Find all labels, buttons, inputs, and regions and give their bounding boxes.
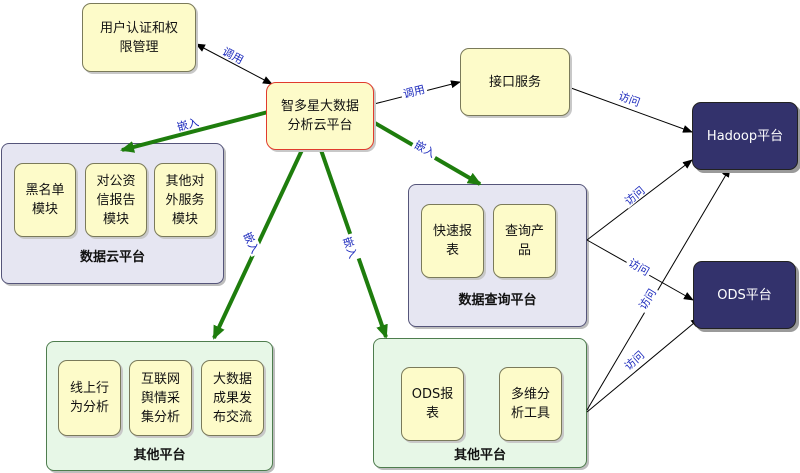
edge-other-ods	[586, 317, 701, 413]
edge-label-call-2: 调用	[402, 83, 426, 101]
label-embed-datacloud: 嵌入	[173, 114, 202, 134]
online-behavior-node: 线上行 为分析	[58, 360, 121, 436]
quick-report-node: 快速报 表	[421, 204, 484, 278]
query-product-node: 查询产 品	[493, 204, 556, 278]
other-platform-left-label: 其他平台	[133, 448, 186, 463]
hadoop-platform-node: Hadoop平台	[692, 102, 798, 170]
label-call-auth: 调用	[218, 43, 248, 67]
ods-report-node: ODS报 表	[401, 367, 464, 441]
label-access-other-ods: 访问	[619, 346, 648, 374]
label-access-interface: 访问	[615, 87, 644, 109]
multi-dim-analysis-node: 多维分 析工具	[499, 367, 562, 441]
edge-main-datacloud	[120, 110, 269, 153]
label-embed-otherright: 嵌入	[340, 233, 361, 262]
credit-report-module-node: 对公资 信报告 模块	[85, 163, 147, 237]
main-platform-node: 智多星大数据 分析云平台	[266, 82, 374, 150]
data-cloud-platform-label: 数据云平台	[79, 250, 145, 265]
edge-auth-main	[195, 43, 273, 85]
edge-interface-hadoop	[570, 87, 693, 133]
label-call-interface: 调用	[399, 81, 429, 101]
edge-query-hadoop	[586, 159, 693, 241]
edge-other-hadoop	[586, 167, 731, 411]
bigdata-publish-node: 大数据 成果发 布交流	[201, 360, 264, 436]
label-access-query-hadoop: 访问	[620, 181, 649, 209]
data-query-platform-label: 数据查询平台	[458, 293, 537, 308]
edge-label-embed-1: 嵌入	[176, 116, 201, 134]
edge-label-embed-4: 嵌入	[340, 235, 359, 260]
internet-sentiment-node: 互联网 舆情采 集分析	[129, 360, 192, 436]
interface-service-node: 接口服务	[460, 48, 570, 116]
other-platform-right-label: 其他平台	[453, 448, 506, 463]
ods-platform-node: ODS平台	[693, 261, 796, 329]
blacklist-module-node: 黑名单 模块	[14, 163, 76, 237]
auth-node: 用户认证和权 限管理	[82, 3, 196, 72]
external-service-module-node: 其他对 外服务 模块	[154, 163, 216, 237]
label-access-other-hadoop: 访问	[634, 284, 660, 314]
